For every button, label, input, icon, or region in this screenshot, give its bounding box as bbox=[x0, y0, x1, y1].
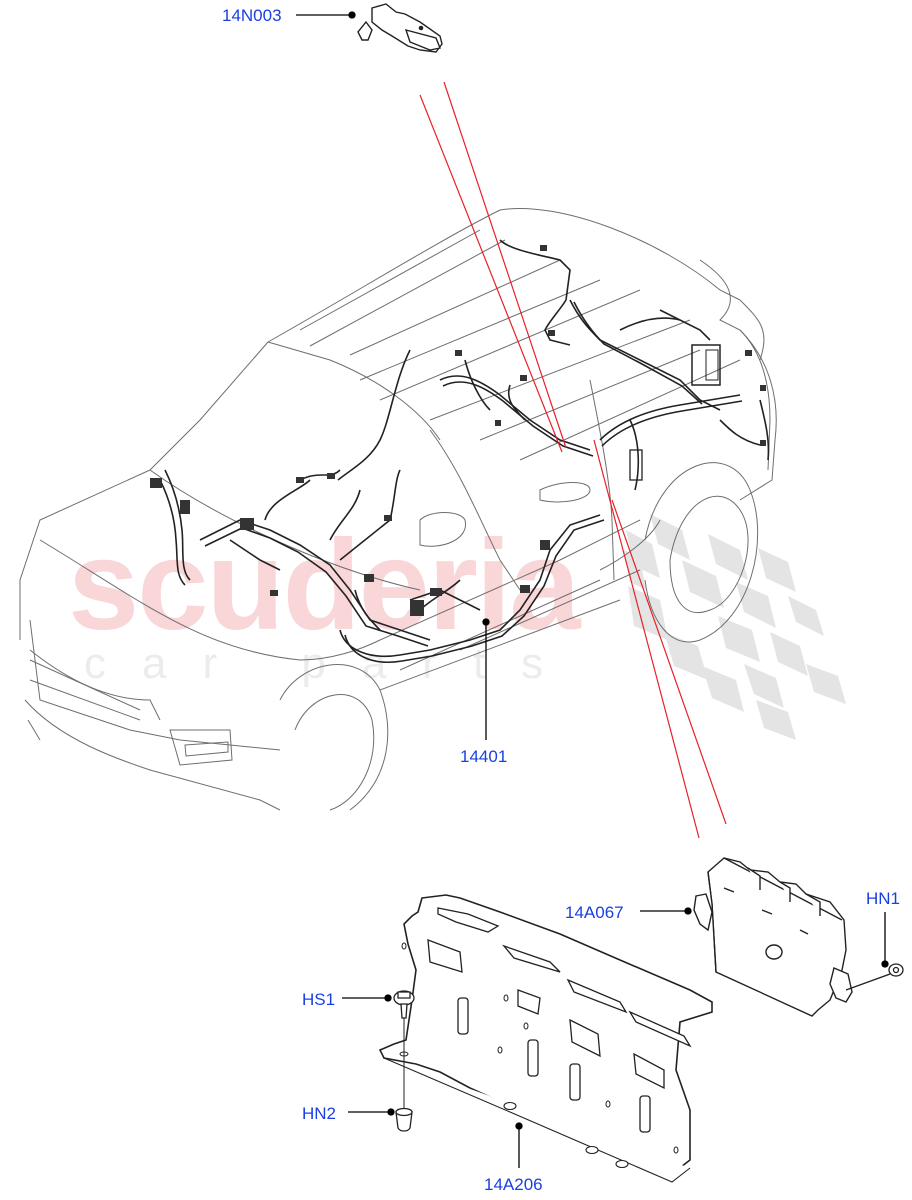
part-14A067-drawing bbox=[693, 857, 853, 1017]
callout-HN1[interactable]: HN1 bbox=[866, 889, 901, 908]
vehicle-outline bbox=[19, 208, 777, 811]
part-14A206-drawing bbox=[378, 894, 713, 1183]
projection-lines bbox=[419, 81, 727, 839]
harness-connectors bbox=[150, 245, 766, 616]
part-HN2-drawing bbox=[395, 1107, 413, 1132]
callout-HS1[interactable]: HS1 bbox=[302, 990, 336, 1009]
part-14N003-drawing bbox=[357, 3, 443, 53]
wiring-harness-14401 bbox=[159, 239, 770, 663]
callout-HN2[interactable]: HN2 bbox=[302, 1104, 337, 1123]
callout-14A067[interactable]: 14A067 bbox=[565, 903, 624, 922]
callout-14401[interactable]: 14401 bbox=[460, 747, 508, 766]
part-HN1-drawing bbox=[845, 963, 904, 991]
callout-14A206[interactable]: 14A206 bbox=[484, 1175, 543, 1194]
callout-14N003[interactable]: 14N003 bbox=[222, 6, 282, 25]
leader-lines bbox=[296, 11, 889, 1168]
